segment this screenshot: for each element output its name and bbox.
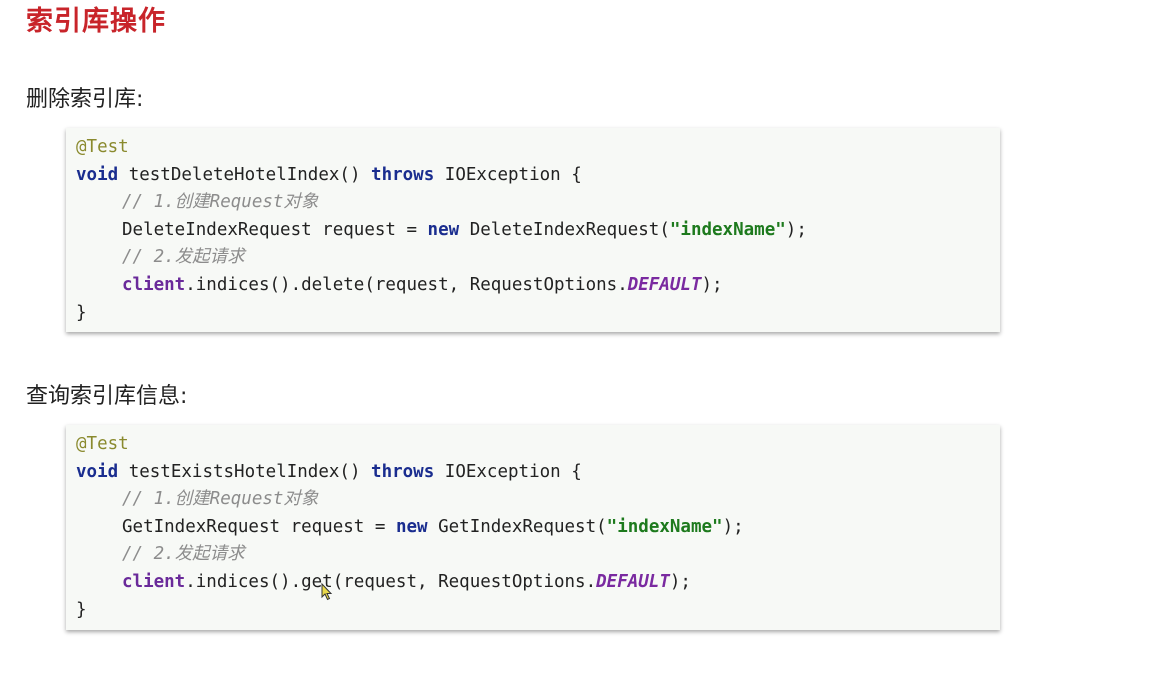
- keyword-token: void: [76, 164, 119, 185]
- punct-token: );: [669, 571, 691, 592]
- keyword-token: void: [76, 461, 119, 482]
- page-title: 索引库操作: [26, 6, 166, 37]
- section-label-get-index: 查询索引库信息:: [26, 384, 188, 409]
- request-ctor-token: DeleteIndexRequest(: [459, 219, 670, 240]
- code-line-request: GetIndexRequest request = new GetIndexRe…: [76, 514, 990, 542]
- request-decl-token: GetIndexRequest request =: [122, 516, 396, 537]
- keyword-token: new: [395, 516, 428, 537]
- call-token: .indices().get(request, RequestOptions.: [185, 571, 597, 592]
- code-line-annotation: @Test: [76, 134, 990, 162]
- code-line-comment: // 2.发起请求: [76, 541, 990, 569]
- code-line-comment: // 2.发起请求: [76, 244, 990, 272]
- exception-token: IOException {: [434, 164, 582, 185]
- comment-token: // 1.创建Request对象: [122, 192, 319, 213]
- exception-token: IOException {: [434, 461, 582, 482]
- request-ctor-token: GetIndexRequest(: [427, 516, 607, 537]
- annotation-token: @Test: [76, 434, 129, 454]
- comment-token: // 2.发起请求: [122, 247, 245, 268]
- code-line-close: }: [76, 597, 990, 625]
- string-token: "indexName": [669, 219, 786, 240]
- keyword-token: throws: [371, 461, 435, 482]
- punct-token: );: [701, 274, 723, 295]
- request-decl-token: DeleteIndexRequest request =: [122, 219, 428, 240]
- constant-token: DEFAULT: [627, 274, 702, 295]
- comment-token: // 2.发起请求: [122, 544, 245, 565]
- mouse-pointer-icon: [321, 583, 333, 601]
- code-line-request: DeleteIndexRequest request = new DeleteI…: [76, 217, 990, 245]
- keyword-token: new: [427, 219, 460, 240]
- section-label-delete-index: 删除索引库:: [26, 87, 144, 112]
- punct-token: );: [722, 516, 744, 537]
- code-block-get-index: @Test void testExistsHotelIndex() throws…: [66, 425, 1000, 630]
- code-line-comment: // 1.创建Request对象: [76, 189, 990, 217]
- keyword-token: throws: [371, 164, 435, 185]
- method-signature-token: testDeleteHotelIndex(): [118, 164, 372, 185]
- code-line-client-call: client.indices().get(request, RequestOpt…: [76, 569, 990, 597]
- code-line-comment: // 1.创建Request对象: [76, 486, 990, 514]
- code-line-close: }: [76, 300, 990, 328]
- code-line-method-signature: void testExistsHotelIndex() throws IOExc…: [76, 459, 990, 487]
- constant-token: DEFAULT: [596, 571, 670, 592]
- brace-token: }: [76, 599, 87, 620]
- punct-token: );: [785, 219, 807, 240]
- code-line-annotation: @Test: [76, 431, 990, 459]
- code-block-delete-index: @Test void testDeleteHotelIndex() throws…: [66, 128, 1000, 332]
- comment-token: // 1.创建Request对象: [122, 489, 319, 510]
- field-token: client: [122, 571, 186, 592]
- field-token: client: [122, 274, 186, 295]
- code-line-client-call: client.indices().delete(request, Request…: [76, 272, 990, 300]
- method-signature-token: testExistsHotelIndex(): [118, 461, 372, 482]
- string-token: "indexName": [606, 516, 723, 537]
- annotation-token: @Test: [76, 137, 129, 157]
- code-line-method-signature: void testDeleteHotelIndex() throws IOExc…: [76, 162, 990, 190]
- call-token: .indices().delete(request, RequestOption…: [185, 274, 628, 295]
- brace-token: }: [76, 302, 87, 323]
